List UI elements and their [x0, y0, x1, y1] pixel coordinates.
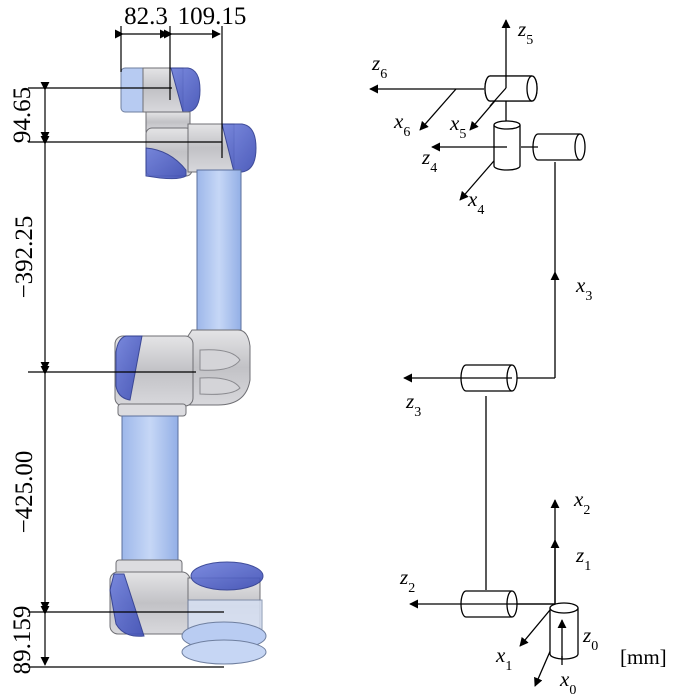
unit-label: [mm]: [620, 645, 667, 669]
joint-cylinder-6: [484, 75, 538, 107]
dim-label-392-25: −392.25: [11, 216, 38, 299]
label-z0: z0: [582, 623, 598, 654]
frame-labels: z5 z6 x6 x5 z4 x4 x3 z3 x2 z1 z2 z0 x1 x…: [371, 17, 598, 698]
forearm-link: [196, 169, 242, 331]
label-x4: x4: [467, 187, 484, 218]
joint-cylinder-2: [460, 590, 518, 618]
robot-illustration: [109, 67, 267, 665]
kinematic-schematic: [369, 19, 586, 687]
label-z1: z1: [575, 543, 591, 574]
joint-cylinder-1: [549, 602, 579, 660]
label-z3: z3: [405, 389, 421, 420]
label-x2: x2: [573, 487, 590, 518]
dim-label-94-65: 94.65: [9, 87, 36, 143]
base-joint: [181, 561, 267, 665]
label-z6: z6: [371, 51, 387, 82]
label-x6: x6: [393, 109, 410, 140]
wrist2-joint: [145, 111, 193, 180]
label-x1: x1: [495, 643, 512, 674]
dim-label-109-15: 109.15: [178, 3, 247, 30]
wrist3-joint: [120, 67, 201, 113]
label-x3: x3: [575, 273, 592, 304]
label-x0: x0: [559, 667, 576, 698]
label-z5: z5: [517, 17, 533, 48]
dim-label-89-159: 89.159: [9, 606, 36, 675]
joint-cylinder-5: [493, 120, 521, 171]
dimension-lines: [28, 26, 224, 668]
label-z4: z4: [421, 145, 437, 176]
elbow-joint: [114, 329, 251, 417]
axis-x6: [419, 88, 457, 131]
upper-arm-link: [121, 415, 179, 567]
label-z2: z2: [399, 565, 415, 596]
joint-cylinder-3: [460, 364, 518, 392]
label-x5: x5: [449, 111, 466, 142]
dim-label-425-00: −425.00: [11, 451, 38, 534]
dim-label-82-3: 82.3: [124, 3, 168, 30]
joint-cylinder-4: [532, 133, 586, 161]
axis-x1: [519, 603, 556, 647]
